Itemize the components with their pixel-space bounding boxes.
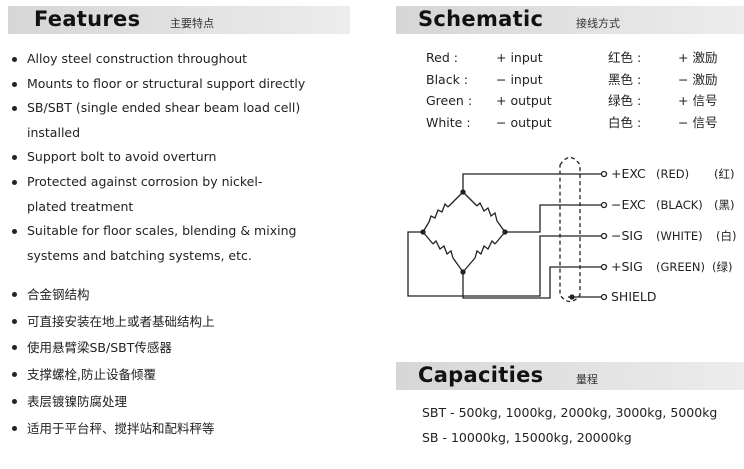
terminal-cn: (红) xyxy=(714,167,734,181)
list-item: 使用悬臂梁SB/SBT传感器 xyxy=(8,335,338,362)
terminal-label: +EXC xyxy=(611,166,646,181)
terminal-wire: (WHITE) xyxy=(656,229,703,243)
wire-signal-cn: − 信号 xyxy=(678,115,718,130)
list-item: Mounts to floor or structural support di… xyxy=(8,72,338,97)
wire-color-cn: 红色 : xyxy=(608,50,642,65)
list-item: 合金钢结构 xyxy=(8,282,338,309)
wire-color-en: Black : xyxy=(426,72,469,87)
list-item: Suitable for floor scales, blending & mi… xyxy=(8,219,338,244)
list-item: Support bolt to avoid overturn xyxy=(8,145,338,170)
wire-signal-cn: + 信号 xyxy=(678,93,718,108)
terminal-label: SHIELD xyxy=(611,289,657,304)
bridge-resistor xyxy=(462,231,506,273)
terminal-label: +SIG xyxy=(611,259,643,274)
terminal-label: −EXC xyxy=(611,197,646,212)
schematic-title: Schematic xyxy=(418,7,544,31)
wire-row-black: Black : − input 黑色 : − 激励 xyxy=(426,70,744,90)
terminal-cn: (黑) xyxy=(714,198,734,212)
capacities-subtitle: 量程 xyxy=(576,373,598,386)
terminal-cn: (绿) xyxy=(712,260,732,274)
list-item-continuation: installed xyxy=(27,124,81,140)
list-item: 适用于平台秤、搅拌站和配料秤等 xyxy=(8,416,338,443)
capacity-line-sb: SB - 10000kg, 15000kg, 20000kg xyxy=(422,430,632,445)
list-item: 可直接安装在地上或者基础结构上 xyxy=(8,309,338,336)
list-item: 支撑螺栓,防止设备倾覆 xyxy=(8,362,338,389)
wire-color-en: Green : xyxy=(426,93,473,108)
terminal-cn: (白) xyxy=(716,229,736,243)
capacities-header: Capacities 量程 xyxy=(396,362,744,390)
wire-color-cn: 白色 : xyxy=(608,115,642,130)
wire-signal-en: − input xyxy=(496,72,543,87)
schematic-header: Schematic 接线方式 xyxy=(396,6,744,34)
wire-color-en: Red : xyxy=(426,50,458,65)
wiring-diagram: +EXC (RED) (红) −EXC (BLACK) (黑) −SIG (WH… xyxy=(407,156,736,304)
features-subtitle: 主要特点 xyxy=(170,17,214,30)
wire-row-green: Green : + output 绿色 : + 信号 xyxy=(426,91,744,111)
wire-row-white: White : − output 白色 : − 信号 xyxy=(426,113,744,133)
list-item: Protected against corrosion by nickel- xyxy=(8,170,338,195)
list-item: 表层镀镍防腐处理 xyxy=(8,389,338,416)
wire-row-red: Red : + input 红色 : + 激励 xyxy=(426,48,744,68)
bridge-resistor xyxy=(422,191,464,233)
bridge-resistor xyxy=(462,191,506,233)
features-title: Features xyxy=(34,7,141,31)
wire-color-cn: 绿色 : xyxy=(608,93,642,108)
capacities-title: Capacities xyxy=(418,363,544,387)
terminal-wire: (GREEN) xyxy=(656,260,705,274)
features-list-cn: 合金钢结构 可直接安装在地上或者基础结构上 使用悬臂梁SB/SBT传感器 支撑螺… xyxy=(8,282,338,442)
wire-signal-en: + output xyxy=(496,93,552,108)
terminal-wire: (RED) xyxy=(656,167,689,181)
bridge-resistor xyxy=(422,231,464,273)
wire-color-cn: 黑色 : xyxy=(608,72,642,87)
list-item-continuation: systems and batching systems, etc. xyxy=(27,247,252,263)
wire-signal-en: + input xyxy=(496,50,543,65)
wire-color-en: White : xyxy=(426,115,471,130)
capacity-line-sbt: SBT - 500kg, 1000kg, 2000kg, 3000kg, 500… xyxy=(422,405,718,420)
list-item-continuation: plated treatment xyxy=(27,198,134,214)
list-item: SB/SBT (single ended shear beam load cel… xyxy=(8,96,338,121)
list-item: Alloy steel construction throughout xyxy=(8,47,338,72)
schematic-subtitle: 接线方式 xyxy=(576,17,620,30)
terminal-wire: (BLACK) xyxy=(656,198,703,212)
wire-signal-en: − output xyxy=(496,115,552,130)
features-header: Features 主要特点 xyxy=(8,6,350,34)
terminal-label: −SIG xyxy=(611,228,643,243)
features-list-en: Alloy steel construction throughout Moun… xyxy=(8,47,338,268)
wire-signal-cn: − 激励 xyxy=(678,72,718,87)
wire-signal-cn: + 激励 xyxy=(678,50,718,65)
